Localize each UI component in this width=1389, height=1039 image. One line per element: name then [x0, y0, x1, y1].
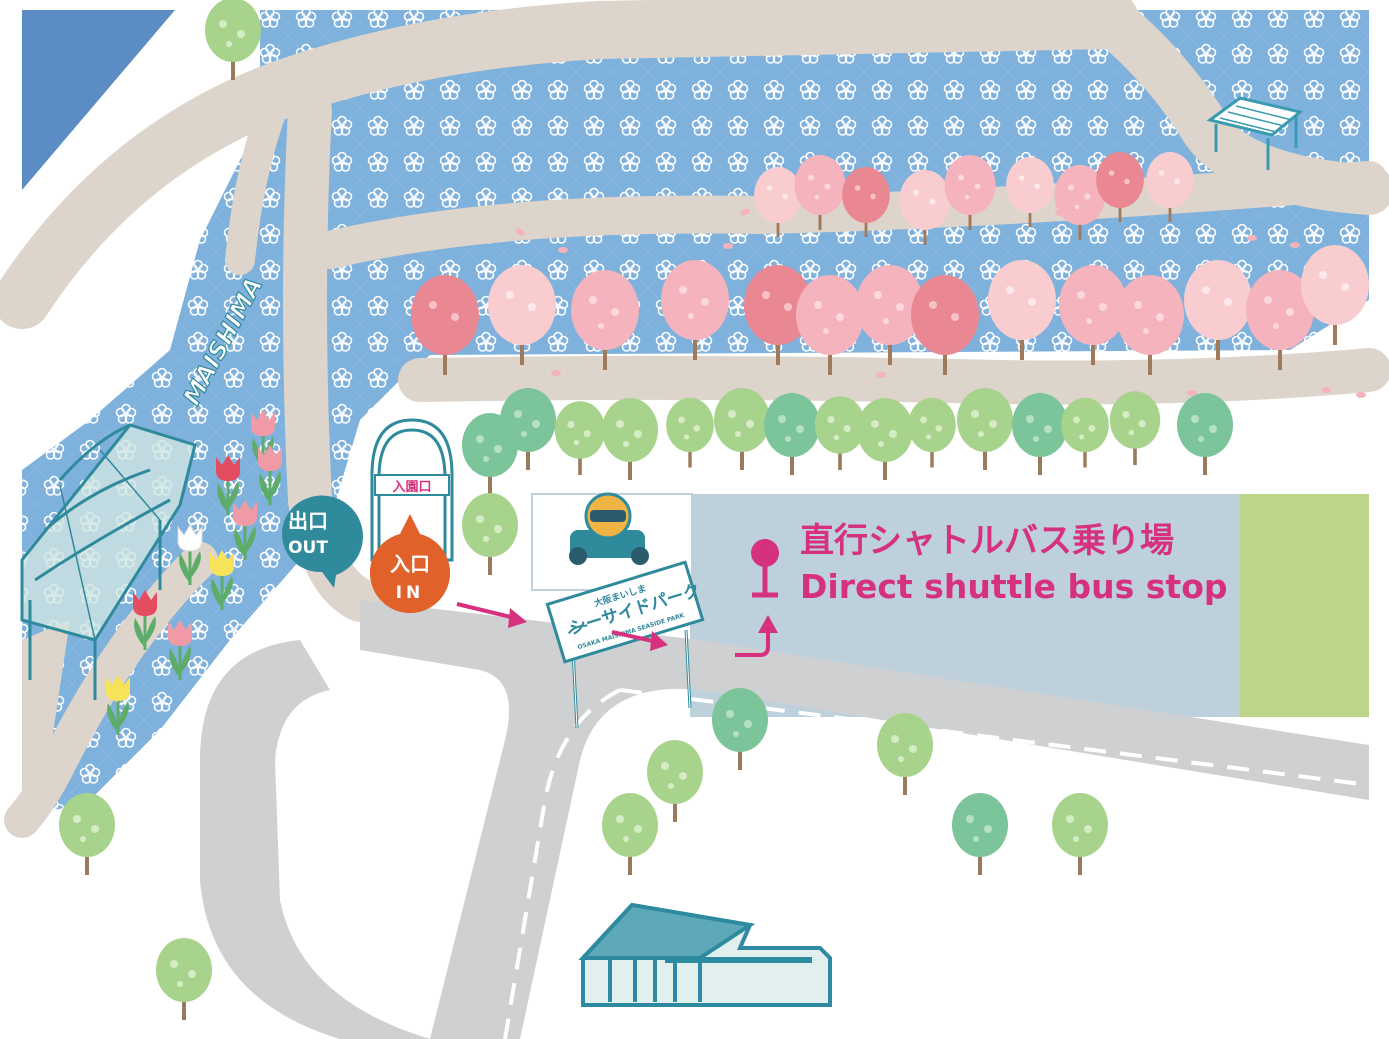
bus-stop-marker: 直行シャトルバス乗り場 Direct shuttle bus stop	[751, 521, 1228, 606]
map-pin-icon	[751, 539, 779, 598]
falling-petals	[515, 208, 1366, 398]
sea-area	[22, 10, 175, 190]
building-icon	[578, 902, 832, 1007]
go-kart-driver-icon	[569, 492, 649, 565]
entrance-badge: 入口 IN	[370, 514, 450, 613]
bus-stop-jp-label: 直行シャトルバス乗り場	[800, 521, 1174, 561]
exit-jp-label: 出口	[288, 509, 328, 533]
bus-stop-en-label: Direct shuttle bus stop	[800, 567, 1228, 606]
entrance-en-label: IN	[396, 583, 425, 603]
gate-sign-label: 入園口	[392, 479, 431, 495]
exit-en-label: OUT	[288, 538, 328, 558]
entrance-jp-label: 入口	[390, 552, 430, 576]
grass-area	[1240, 494, 1369, 717]
direction-arrow-icon	[456, 602, 778, 657]
park-sign-board: 大阪まいしま シーサイドパーク OSAKA MAISHIMA SEASIDE P…	[531, 492, 705, 729]
exit-badge: 出口 OUT	[282, 495, 363, 588]
greenhouse-icon	[20, 423, 197, 700]
path-junction-left	[22, 620, 70, 820]
gazebo-icon	[1206, 96, 1304, 170]
